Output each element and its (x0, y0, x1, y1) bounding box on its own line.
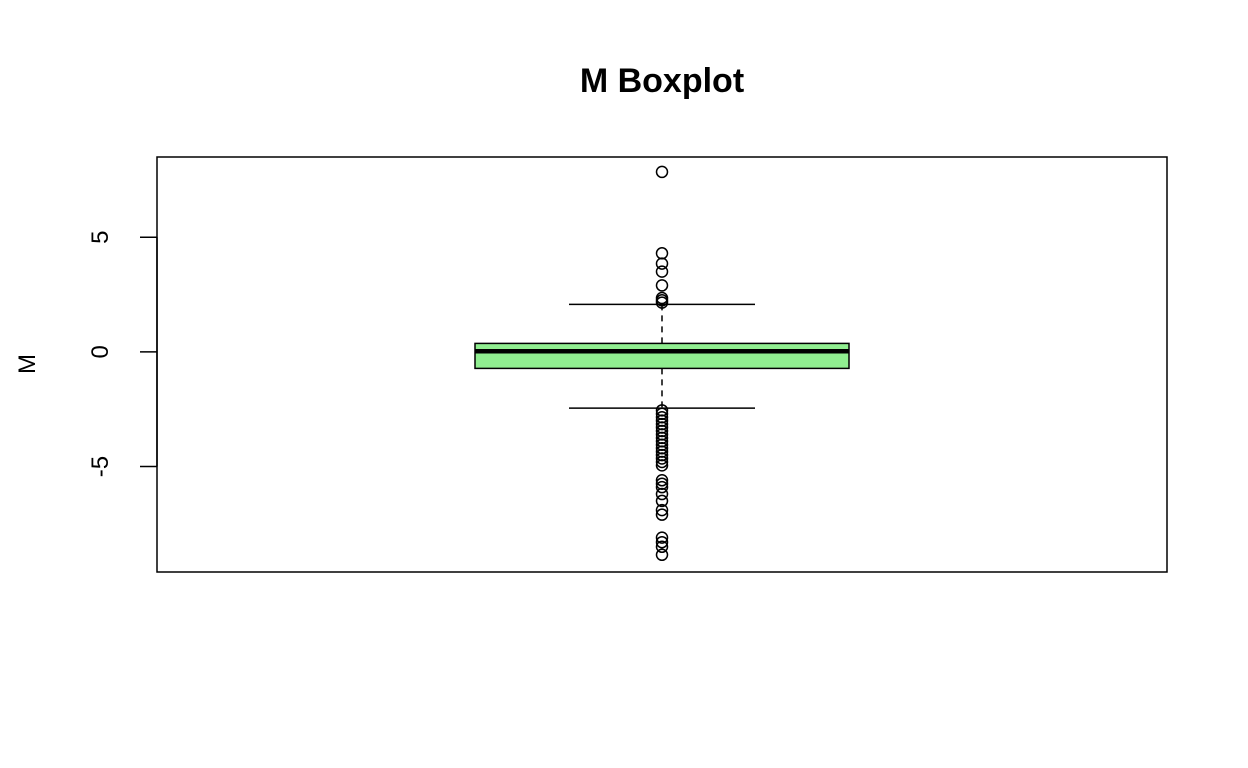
outlier-point (655, 296, 669, 309)
outlier-point (655, 455, 669, 469)
outlier-point (655, 459, 669, 472)
y-axis: -5 0 5 (87, 231, 158, 477)
outlier-point (655, 487, 669, 501)
y-tick-label: 0 (87, 345, 114, 358)
outlier-point (655, 257, 669, 270)
chart-title: M Boxplot (580, 62, 744, 100)
outlier-point (655, 279, 669, 292)
outlier-points (655, 165, 669, 562)
outlier-point (655, 165, 669, 179)
outlier-point (655, 503, 669, 517)
box-group (474, 303, 850, 409)
y-tick-label: -5 (87, 456, 114, 477)
outlier-point (655, 508, 669, 521)
outlier-point (655, 548, 669, 562)
outlier-point (655, 247, 669, 260)
y-axis-label: M (14, 354, 41, 374)
outlier-point (655, 452, 669, 465)
outlier-point (655, 494, 669, 508)
outlier-point (655, 540, 669, 554)
outlier-point (655, 474, 669, 487)
iqr-box (474, 342, 850, 370)
outlier-point (655, 265, 669, 278)
outlier-point (655, 535, 669, 549)
y-tick-label: 5 (87, 231, 114, 244)
outlier-point (655, 531, 669, 544)
outlier-point (655, 480, 669, 494)
